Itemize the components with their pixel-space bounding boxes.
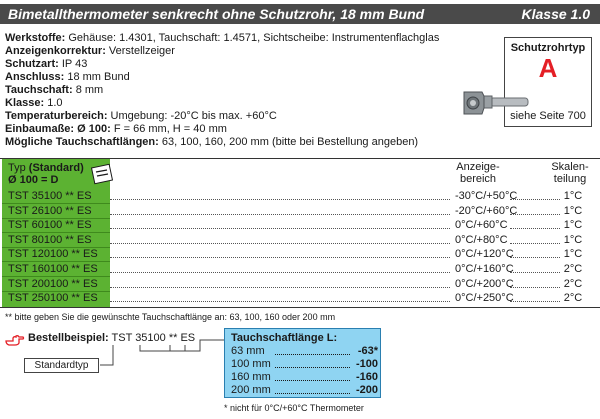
probe-image — [463, 91, 529, 115]
row-type-code: TST 26100 ** ES — [8, 204, 92, 217]
table-row: TST 80100 ** ES 0°C/+80°C 1°C — [0, 234, 600, 248]
protection-tube-heading: Schutzrohrtyp — [510, 42, 586, 54]
row-range: -20°C/+60°C — [455, 204, 518, 217]
type-header: Typ (Standard) — [8, 162, 84, 174]
stem-length-box: Tauchschaftlänge L: 63 mm-63* 100 mm-100… — [224, 328, 381, 398]
stamp-icon — [90, 163, 114, 185]
table-row: TST 26100 ** ES -20°C/+60°C 1°C — [0, 205, 600, 219]
spec-materials: Werkstoffe: Gehäuse: 1.4301, Tauchschaft… — [5, 32, 440, 44]
table-top-rule — [0, 158, 600, 159]
accuracy-class: Klasse 1.0 — [521, 6, 591, 22]
standard-type-label: Standardtyp — [24, 358, 99, 373]
row-range: 0°C/+200°C — [455, 277, 514, 290]
row-type-code: TST 60100 ** ES — [8, 219, 92, 232]
table-row: TST 200100 ** ES 0°C/+200°C 2°C — [0, 278, 600, 292]
table-row: TST 250100 ** ES 0°C/+250°C 2°C — [0, 292, 600, 306]
protection-tube-box: Schutzrohrtyp A siehe Seite 700 — [504, 37, 592, 127]
row-type-code: TST 160100 ** ES — [8, 263, 98, 275]
row-scale: 1°C — [563, 190, 583, 202]
row-type-code: TST 80100 ** ES — [8, 233, 92, 246]
row-range: 0°C/+250°C — [455, 292, 514, 305]
row-scale: 2°C — [563, 277, 583, 290]
protection-tube-letter: A — [538, 53, 558, 83]
table-row: TST 160100 ** ES 0°C/+160°C 2°C — [0, 263, 600, 277]
length-footnote: * nicht für 0°C/+60°C Thermometer — [224, 403, 364, 413]
row-range: 0°C/+160°C — [455, 263, 514, 275]
hand-pointer-icon — [5, 335, 25, 346]
col-range-header: Anzeige-bereich — [456, 161, 500, 185]
spec-stem-lengths: Mögliche Tauchschaftlängen: 63, 100, 160… — [5, 136, 419, 148]
row-range: 0°C/+120°C — [455, 248, 514, 261]
row-range: -30°C/+50°C — [455, 190, 518, 202]
page-title: Bimetallthermometer senkrecht ohne Schut… — [8, 6, 425, 22]
title-bar: Bimetallthermometer senkrecht ohne Schut… — [0, 4, 600, 24]
spec-class: Klasse: 1.0 — [5, 97, 63, 109]
row-type-code: TST 120100 ** ES — [8, 248, 98, 261]
spec-dimensions: Einbaumaße: Ø 100: F = 66 mm, H = 40 mm — [5, 123, 227, 135]
spec-connection: Anschluss: 18 mm Bund — [5, 71, 130, 83]
length-item: 160 mm-160 — [231, 371, 378, 383]
table-row: TST 60100 ** ES 0°C/+60°C 1°C — [0, 219, 600, 234]
row-range: 0°C/+80°C — [455, 233, 508, 246]
stem-length-heading: Tauchschaftlänge L: — [231, 332, 338, 344]
protection-tube-ref: siehe Seite 700 — [510, 110, 586, 122]
row-scale: 2°C — [563, 292, 583, 305]
row-scale: 1°C — [563, 233, 583, 246]
row-scale: 1°C — [563, 204, 583, 217]
row-scale: 2°C — [563, 263, 583, 275]
spec-temperature: Temperaturbereich: Umgebung: -20°C bis m… — [5, 110, 277, 122]
row-type-code: TST 200100 ** ES — [8, 277, 98, 290]
table-row: TST 35100 ** ES -30°C/+50°C 1°C — [0, 190, 600, 204]
note-lengths: ** bitte geben Sie die gewünschte Tauchs… — [5, 312, 336, 322]
spec-correction: Anzeigenkorrektur: Verstellzeiger — [5, 45, 175, 57]
length-item: 200 mm-200 — [231, 384, 378, 396]
table-row: TST 120100 ** ES 0°C/+120°C 1°C — [0, 248, 600, 263]
table-bottom-rule — [0, 307, 600, 308]
row-type-code: TST 250100 ** ES — [8, 292, 98, 305]
row-scale: 1°C — [563, 248, 583, 261]
row-scale: 1°C — [563, 219, 583, 232]
order-example: Bestellbeispiel: TST 35100 ** ES — [28, 332, 196, 344]
row-range: 0°C/+60°C — [455, 219, 508, 232]
col-scale-header: Skalen-teilung — [551, 161, 589, 185]
spec-protection: Schutzart: IP 43 — [5, 58, 88, 70]
spec-stem: Tauchschaft: 8 mm — [5, 84, 104, 96]
row-type-code: TST 35100 ** ES — [8, 190, 92, 202]
length-item: 63 mm-63* — [231, 345, 378, 357]
diameter-header: Ø 100 = D — [8, 174, 59, 186]
length-item: 100 mm-100 — [231, 358, 378, 370]
